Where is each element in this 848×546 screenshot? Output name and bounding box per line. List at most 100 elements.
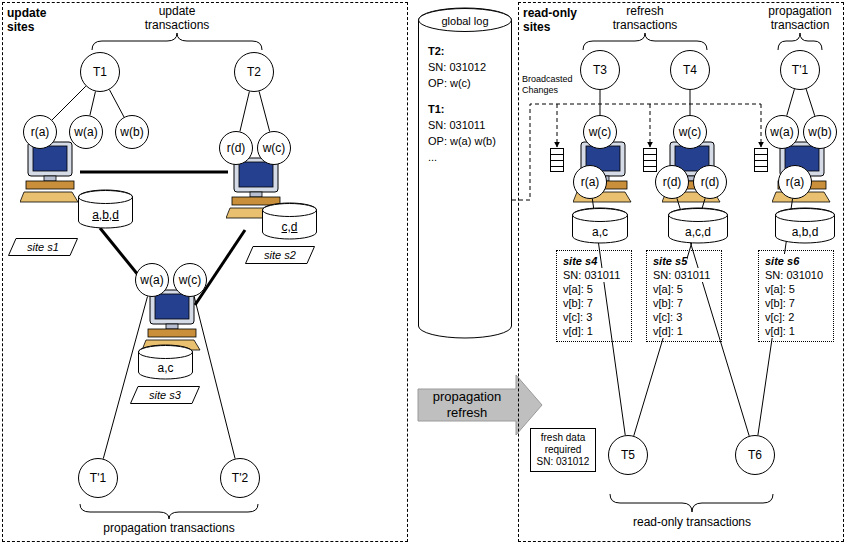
parallelogram <box>9 239 78 256</box>
node-text: w(a) <box>140 273 163 287</box>
connector-line <box>690 90 691 115</box>
cylinder-top <box>263 204 317 217</box>
broadcast-arrow <box>557 104 558 147</box>
node-text: c,d <box>281 220 297 234</box>
node-text: a,b,d <box>792 225 819 239</box>
node-text: v[d]: 1 <box>765 324 795 338</box>
node-text: r(a) <box>786 175 805 189</box>
parallelogram <box>131 387 200 404</box>
connector-line <box>109 90 124 117</box>
node-text: read-only sites <box>523 6 585 34</box>
queue-icon <box>551 149 564 172</box>
node-text: w(b) <box>808 125 831 139</box>
connector-line <box>600 90 601 115</box>
connector-line <box>103 296 147 458</box>
node-text: w(a) <box>74 125 97 139</box>
node-text: v[a]: 5 <box>563 282 593 296</box>
brace <box>80 504 258 519</box>
transaction-circle: w(b) <box>803 115 837 149</box>
brace <box>610 494 773 512</box>
global-log-cylinder: global logT2:SN: 031012OP: w(c)T1:SN: 03… <box>418 8 512 338</box>
site-group-panel: T1T2r(a)w(a)w(b)r(d)w(c)a,b,dsite s1c,ds… <box>2 2 408 542</box>
connector-line <box>806 89 815 116</box>
refresh-arrow: propagation refresh <box>418 375 542 435</box>
node-text: site s1 <box>27 241 59 253</box>
transaction-circle: w(c) <box>257 131 291 165</box>
label-text: propagation transaction <box>760 4 840 32</box>
brace <box>92 33 262 50</box>
site-status-box: site s4SN: 031011v[a]: 5v[b]: 7v[c]: 3v[… <box>556 250 632 342</box>
node-text: a,c <box>157 361 173 375</box>
node-text: T6 <box>748 448 762 462</box>
node-text: v[c]: 2 <box>765 310 794 324</box>
node-text: propagation refresh <box>418 389 516 421</box>
transaction-circle: r(d) <box>655 165 689 199</box>
node-text: v[b]: 7 <box>563 296 593 310</box>
connector-line <box>194 296 235 458</box>
node-text: T'2 <box>232 471 248 485</box>
label-text: update transactions <box>127 4 227 32</box>
cylinder-top <box>79 191 133 204</box>
transaction-circle: T5 <box>608 435 648 475</box>
queue-icon <box>755 149 768 172</box>
broadcast-lines <box>512 104 761 200</box>
transaction-circle: w(b) <box>115 115 149 149</box>
site-label: site s1 <box>8 238 78 256</box>
transaction-circle: w(c) <box>583 115 617 149</box>
transaction-circle: T4 <box>670 50 710 90</box>
node-text: w(c) <box>679 125 702 139</box>
transaction-circle: w(c) <box>673 115 707 149</box>
network-link <box>80 171 228 174</box>
node-text: ... <box>428 149 502 165</box>
cylinder-body <box>776 208 835 243</box>
label-text: refresh transactions <box>595 4 695 32</box>
node-text: SN: 031011 <box>428 117 502 133</box>
node-text: OP: w(a) w(b) <box>428 133 502 149</box>
transaction-circle: T'1 <box>780 50 820 90</box>
node-text: site s5 <box>653 254 687 268</box>
label-text: propagation transactions <box>59 521 279 535</box>
computer-icon <box>772 142 830 202</box>
node-text: v[a]: 5 <box>765 282 795 296</box>
parallelogram <box>246 247 315 264</box>
node-text: SN: 031012 <box>428 59 502 75</box>
broadcast-arrow <box>650 104 651 147</box>
node-text: T2: <box>428 43 502 59</box>
node-text: global log <box>428 13 502 29</box>
brace <box>778 33 822 50</box>
node-text: v[c]: 3 <box>563 310 592 324</box>
node-text: site s3 <box>149 389 181 401</box>
node-text: site s6 <box>765 254 799 268</box>
node-outline <box>418 8 512 338</box>
node-text: update sites <box>7 6 59 34</box>
block-arrow <box>418 375 542 435</box>
connector-line <box>259 91 270 131</box>
cylinder-top <box>419 9 512 32</box>
computer-icon <box>573 142 631 202</box>
node-text: site s2 <box>264 249 296 261</box>
node-text: v[a]: 5 <box>653 282 683 296</box>
computer-icon <box>142 290 200 350</box>
node-text: T'1 <box>90 471 106 485</box>
node-text: T4 <box>683 63 697 77</box>
cylinder-top <box>669 209 728 222</box>
connector-line <box>787 89 795 115</box>
transaction-circle: T6 <box>735 435 775 475</box>
node-text: SN: 031010 <box>765 268 823 282</box>
transaction-circle: r(d) <box>693 165 727 199</box>
database-cylinder: a,c <box>138 345 193 379</box>
database-cylinder: a,c <box>572 208 628 243</box>
node-text: a,b,d <box>92 208 119 222</box>
node-text: w(c) <box>589 125 612 139</box>
node-text: T1 <box>93 65 107 79</box>
node-text: SN: 031011 <box>563 268 620 282</box>
node-text: SN: 031011 <box>653 268 710 282</box>
transaction-circle: T'1 <box>78 458 118 498</box>
node-text: r(d) <box>663 175 682 189</box>
transaction-circle: T1 <box>80 52 120 92</box>
node-text: OP: w(c) <box>428 75 502 91</box>
node-text: v[d]: 1 <box>653 324 683 338</box>
node-text: w(a) <box>770 125 793 139</box>
node-text: T2 <box>247 65 261 79</box>
